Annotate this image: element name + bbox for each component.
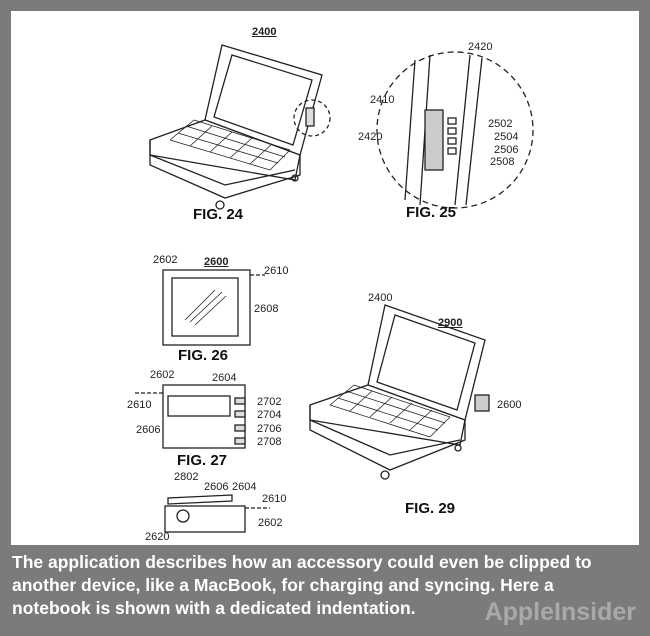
fig29-label: 2400 [368,292,393,304]
fig27-device [135,384,246,449]
fig28-label: 2620 [145,531,170,543]
fig26-device [162,269,265,346]
patent-drawing-panel [11,11,639,545]
fig25-label: 2420 [468,41,493,53]
fig28-label: 2606 [204,481,229,493]
fig28-device [164,494,270,533]
fig25-label: 2506 [494,144,519,156]
fig25-label: 2508 [490,156,515,168]
fig24-label: 2420 [358,131,383,143]
fig24-laptop [149,44,331,210]
fig27-label: 2702 [257,396,282,408]
fig25-title: FIG. 25 [406,204,457,221]
fig29-label: 2600 [497,399,522,411]
fig29-title: FIG. 29 [405,500,456,517]
fig27-label: 2606 [136,424,161,436]
appleinsider-watermark: AppleInsider [484,598,636,626]
fig27-label: 2604 [212,372,237,384]
fig26-label: 2602 [153,254,178,266]
fig28-label: 2604 [232,481,257,493]
fig25-detail [376,51,534,209]
fig27-label: 2704 [257,409,282,421]
fig24-ref: 2400 [252,26,277,38]
fig27-label: 2610 [127,399,152,411]
caption: The application describes how an accesso… [12,552,592,618]
fig24-label: 2410 [370,94,395,106]
fig28-label: 2602 [258,517,283,529]
fig25-label: 2504 [494,131,519,143]
fig26-ref: 2600 [204,256,229,268]
fig26-label: 2610 [264,265,289,277]
fig27-title: FIG. 27 [177,452,228,469]
fig24-title: FIG. 24 [193,206,244,223]
fig25-label: 2502 [488,118,513,130]
fig27-label: 2708 [257,436,282,448]
fig27-label: 2602 [150,369,175,381]
fig28-label: 2610 [262,493,287,505]
fig27-label: 2706 [257,423,282,435]
fig28-label: 2802 [174,471,199,483]
fig29-laptop [309,304,490,480]
fig26-title: FIG. 26 [178,347,229,364]
fig29-ref: 2900 [438,317,463,329]
fig26-label: 2608 [254,303,279,315]
